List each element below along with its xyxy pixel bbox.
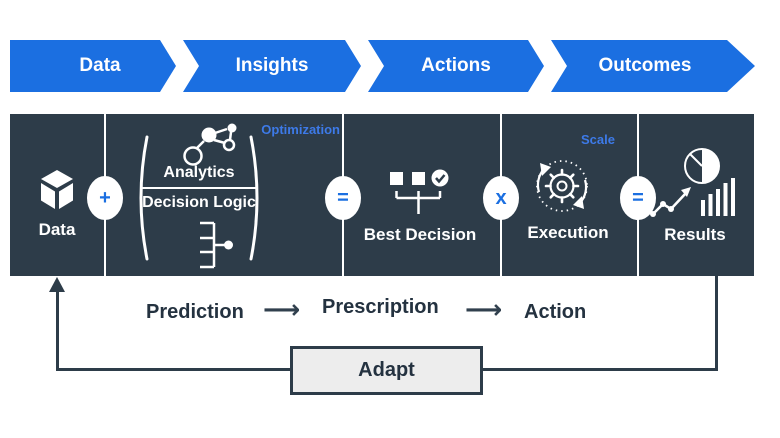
best-decision-options-icon — [390, 169, 449, 214]
fraction-numerator: Analytics — [142, 164, 256, 189]
banner-step-outcomes: Outcomes — [551, 40, 755, 92]
scale-tag: Scale — [581, 132, 615, 147]
flow-step-prescription: Prescription — [322, 296, 439, 318]
section-label-execution: Execution — [527, 223, 609, 242]
left-parenthesis — [139, 135, 149, 261]
adapt-label: Adapt — [358, 359, 415, 381]
adapt-box: Adapt — [290, 346, 483, 395]
banner-step-data: Data — [10, 40, 176, 92]
right-parenthesis — [249, 135, 259, 261]
pie-chart-icon — [684, 148, 720, 184]
gear-cycle-icon — [536, 160, 588, 212]
feedback-arrowhead-icon — [49, 277, 65, 292]
equation-panel: Data Optimization Analytics Decision Log… — [10, 114, 754, 276]
operator-times: x — [483, 176, 519, 220]
bar-chart-icon — [701, 178, 735, 216]
right-arrow-icon: ⟶ — [465, 294, 503, 324]
banner-step-actions: Actions — [368, 40, 544, 92]
section-label-data: Data — [38, 220, 76, 239]
fraction-denominator: Decision Logic — [142, 194, 256, 211]
trend-line-icon — [650, 187, 691, 217]
right-arrow-icon: ⟶ — [263, 294, 301, 324]
banner-step-insights: Insights — [183, 40, 361, 92]
operator-plus: + — [87, 176, 123, 220]
cube-3d-icon — [41, 170, 73, 209]
process-banner: Data Insights Actions Outcomes — [10, 40, 755, 92]
banner-step-label: Actions — [421, 55, 491, 76]
feedback-line-right — [715, 276, 718, 371]
operator-equals: = — [620, 176, 656, 220]
banner-step-label: Insights — [235, 55, 309, 76]
section-label-best-decision: Best Decision — [363, 225, 477, 244]
operator-equals: = — [325, 176, 361, 220]
flow-step-prediction: Prediction — [146, 301, 244, 323]
flow-step-action: Action — [524, 301, 587, 323]
optimization-tag: Optimization — [261, 122, 340, 137]
decision-tree-bracket-icon — [200, 221, 233, 269]
banner-step-label: Data — [79, 55, 121, 76]
analytics-fraction: Analytics Decision Logic — [142, 164, 256, 212]
feedback-line-left — [56, 292, 59, 371]
banner-step-label: Outcomes — [598, 55, 692, 76]
molecule-network-icon — [183, 123, 237, 166]
section-label-results: Results — [664, 225, 726, 244]
